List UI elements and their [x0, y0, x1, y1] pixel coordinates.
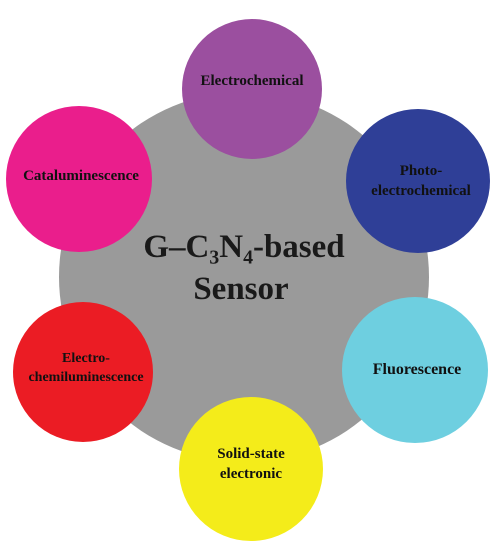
node-solid-state-electronic-label: Solid-state electronic: [217, 446, 285, 482]
node-electrochemiluminescence-label: Electro- chemiluminescence: [28, 351, 144, 385]
node-fluorescence-label: Fluorescence: [372, 361, 462, 378]
center-title-line-2: Sensor: [193, 271, 289, 307]
node-solid-state-electronic: Solid-state electronic: [179, 397, 323, 541]
node-electrochemical: Electrochemical: [182, 19, 322, 159]
node-photoelectrochemical-label: Photo- electrochemical: [371, 163, 471, 199]
node-fluorescence: Fluorescence: [342, 297, 488, 443]
center-hub-title: G–C₃N₄-based Sensor: [59, 226, 429, 310]
center-title-line-1: G–C₃N₄-based: [143, 229, 345, 265]
node-electrochemical-label: Electrochemical: [200, 73, 304, 89]
node-cataluminescence-label: Cataluminescence: [23, 168, 139, 184]
node-electrochemiluminescence: Electro- chemiluminescence: [13, 302, 153, 442]
node-photoelectrochemical: Photo- electrochemical: [346, 109, 490, 253]
node-cataluminescence: Cataluminescence: [6, 106, 152, 252]
